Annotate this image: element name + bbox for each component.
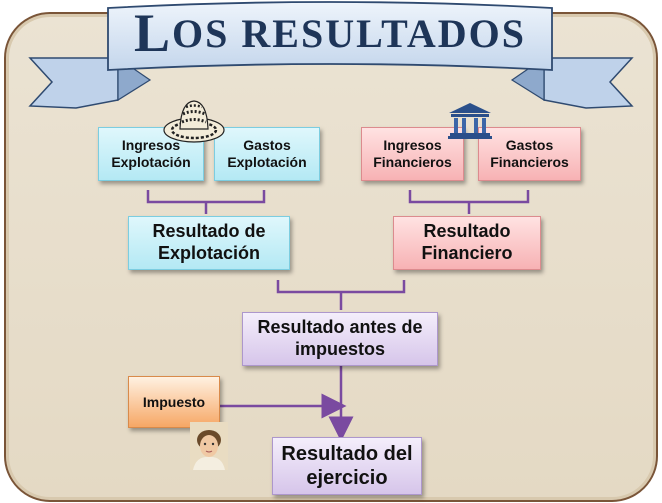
- ingresos-financieros-box: Ingresos Financieros: [361, 127, 464, 181]
- title-banner: [28, 1, 634, 109]
- gastos-financieros-label: Gastos Financieros: [490, 137, 569, 170]
- impuesto-box: Impuesto: [128, 376, 220, 428]
- resultado-antes-impuestos-label: Resultado antes de impuestos: [257, 317, 423, 359]
- impuesto-label: Impuesto: [142, 393, 206, 410]
- gastos-explotacion-box: Gastos Explotación: [214, 127, 320, 181]
- resultado-financiero-box: Resultado Financiero: [393, 216, 541, 270]
- title-rest: OS RESULTADOS: [172, 10, 526, 56]
- resultado-ejercicio-label: Resultado del ejercicio: [281, 443, 413, 489]
- ingresos-explotacion-label: Ingresos Explotación: [111, 137, 191, 170]
- resultado-antes-impuestos-box: Resultado antes de impuestos: [242, 312, 438, 366]
- resultado-explotacion-label: Resultado de Explotación: [152, 221, 266, 263]
- ingresos-financieros-label: Ingresos Financieros: [373, 137, 452, 170]
- portrait-photo-icon: [190, 422, 228, 470]
- resultado-ejercicio-box: Resultado del ejercicio: [272, 437, 422, 495]
- resultado-financiero-label: Resultado Financiero: [421, 221, 513, 263]
- gastos-financieros-box: Gastos Financieros: [478, 127, 581, 181]
- gastos-explotacion-label: Gastos Explotación: [227, 137, 307, 170]
- resultado-explotacion-box: Resultado de Explotación: [128, 216, 290, 270]
- bank-building-icon: [448, 103, 492, 139]
- title-initial: L: [134, 3, 173, 63]
- sombrero-vueltiao-icon: [163, 100, 225, 143]
